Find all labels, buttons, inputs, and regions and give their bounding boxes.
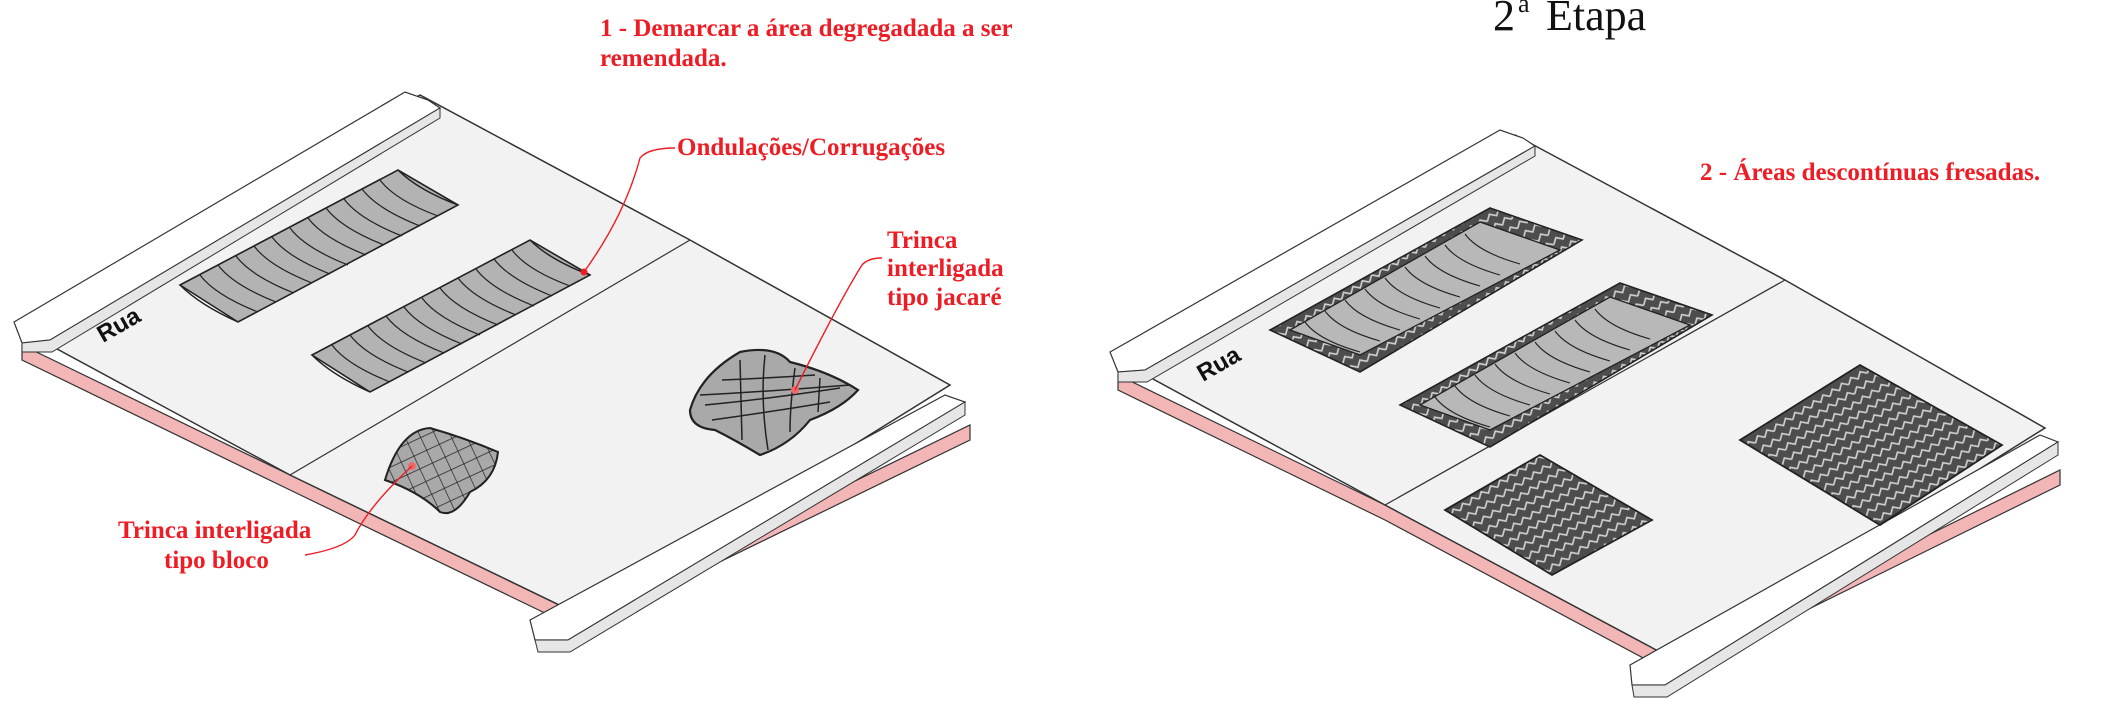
pavement-joint-right: [1384, 279, 1786, 506]
pavement-joint: [289, 239, 691, 476]
label-corrugations: Ondulações/Corrugações: [677, 134, 945, 161]
title-number: 2: [1493, 0, 1515, 40]
leader-block: [304, 465, 413, 556]
alligator-crack-patch: [688, 348, 860, 457]
leader-dot-corrugations: [580, 268, 588, 276]
label-alligator-line1: Trinca: [887, 227, 958, 254]
milled-strip-2: [1398, 282, 1714, 448]
bottom-curb-face-right: [1631, 441, 2059, 698]
bottom-curb-face: [534, 401, 966, 653]
top-curb-face-right: [1117, 145, 1536, 383]
leader-alligator: [794, 257, 883, 391]
milled-strip-1: [1268, 207, 1584, 373]
right-panel: 2 a Etapa 2 - Áreas descontínuas fresada…: [1109, 0, 2061, 698]
left-panel: Rua 1 - Demarcar a área degregadada a se…: [13, 15, 1013, 653]
block-crack-patch: [383, 426, 500, 514]
milled-area-small: [1443, 453, 1654, 577]
step1-text-line2: remendada.: [600, 45, 727, 72]
top-curb-face: [21, 107, 441, 353]
label-block-line1: Trinca interligada: [118, 517, 312, 544]
milled-area-large: [1738, 363, 2004, 527]
label-alligator-line2: interligada: [887, 255, 1004, 282]
leader-corrugations: [583, 147, 676, 273]
title-superscript: a: [1518, 0, 1530, 18]
label-alligator-line3: tipo jacaré: [887, 284, 1002, 311]
title-word: Etapa: [1546, 0, 1646, 40]
corrugation-strip-1: [178, 169, 460, 323]
step2-text: 2 - Áreas descontínuas fresadas.: [1700, 158, 2040, 186]
step1-text-line1: 1 - Demarcar a área degregadada a ser: [600, 15, 1013, 42]
label-block-line2: tipo bloco: [164, 547, 269, 574]
